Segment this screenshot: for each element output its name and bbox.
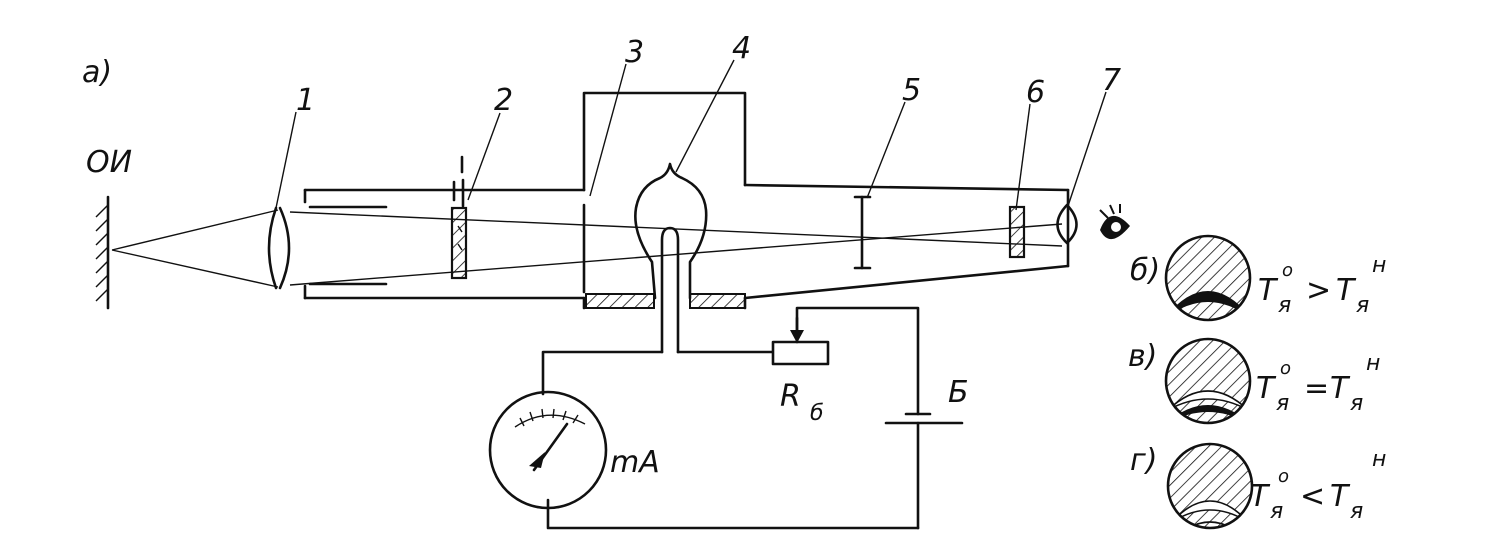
callout-5: 5 <box>902 73 921 108</box>
objective-lens <box>267 206 291 290</box>
svg-text:н: н <box>1372 447 1386 472</box>
svg-text:я: я <box>1270 499 1283 524</box>
svg-text:о: о <box>1282 260 1293 281</box>
rheostat-slider <box>790 316 804 343</box>
object-label: ОИ <box>86 145 132 180</box>
absorbing-filter <box>450 155 468 280</box>
inset-g-label: г) <box>1130 443 1157 478</box>
measured-object <box>95 195 110 310</box>
svg-text:=: = <box>1304 371 1329 406</box>
telescope-tube <box>303 91 1070 310</box>
svg-text:я: я <box>1350 391 1363 416</box>
inset-b: б) T я о > T я н <box>1130 234 1386 322</box>
svg-text:н: н <box>1366 351 1380 376</box>
lamp-base <box>585 293 746 309</box>
callout-1: 1 <box>296 83 315 118</box>
svg-text:я: я <box>1356 293 1369 318</box>
panel-a-label: а) <box>82 55 112 90</box>
light-rays <box>111 209 1063 288</box>
svg-text:о: о <box>1278 466 1289 487</box>
red-filter <box>1008 205 1026 259</box>
svg-text:о: о <box>1280 358 1291 379</box>
svg-text:T: T <box>1336 273 1357 308</box>
svg-text:>: > <box>1306 273 1331 308</box>
svg-text:T: T <box>1256 371 1277 406</box>
inset-g: г) T я о < T я н <box>1130 442 1386 530</box>
callout-4: 4 <box>732 31 751 66</box>
callout-6: 6 <box>1026 75 1045 110</box>
svg-text:я: я <box>1350 499 1363 524</box>
milliammeter <box>488 390 608 510</box>
electric-circuit <box>541 306 964 530</box>
inset-v-label: в) <box>1128 339 1157 374</box>
svg-text:T: T <box>1330 479 1351 514</box>
svg-text:T: T <box>1330 371 1351 406</box>
battery-label: Б <box>948 375 969 410</box>
svg-text:T: T <box>1250 479 1271 514</box>
callout-3: 3 <box>625 35 644 70</box>
svg-text:я: я <box>1278 293 1291 318</box>
eyepiece <box>1056 203 1078 245</box>
callout-2: 2 <box>494 83 513 118</box>
callout-leaders <box>275 59 1107 211</box>
eye-icon <box>1099 204 1130 240</box>
labels: а) ОИ 1 2 3 4 5 6 7 R б Б mA <box>82 31 1121 480</box>
resistor-label: R <box>780 379 801 414</box>
diaphragm-5 <box>853 195 872 270</box>
svg-text:н: н <box>1372 253 1386 278</box>
inset-b-label: б) <box>1130 253 1160 288</box>
inset-v: в) T я о = T я н <box>1128 337 1380 425</box>
svg-text:я: я <box>1276 391 1289 416</box>
svg-text:T: T <box>1258 273 1279 308</box>
svg-text:<: < <box>1300 479 1325 514</box>
photometric-lamp <box>634 162 708 354</box>
meter-label: mA <box>610 445 660 480</box>
callout-7: 7 <box>1102 63 1121 98</box>
resistor-subscript: б <box>810 401 824 426</box>
